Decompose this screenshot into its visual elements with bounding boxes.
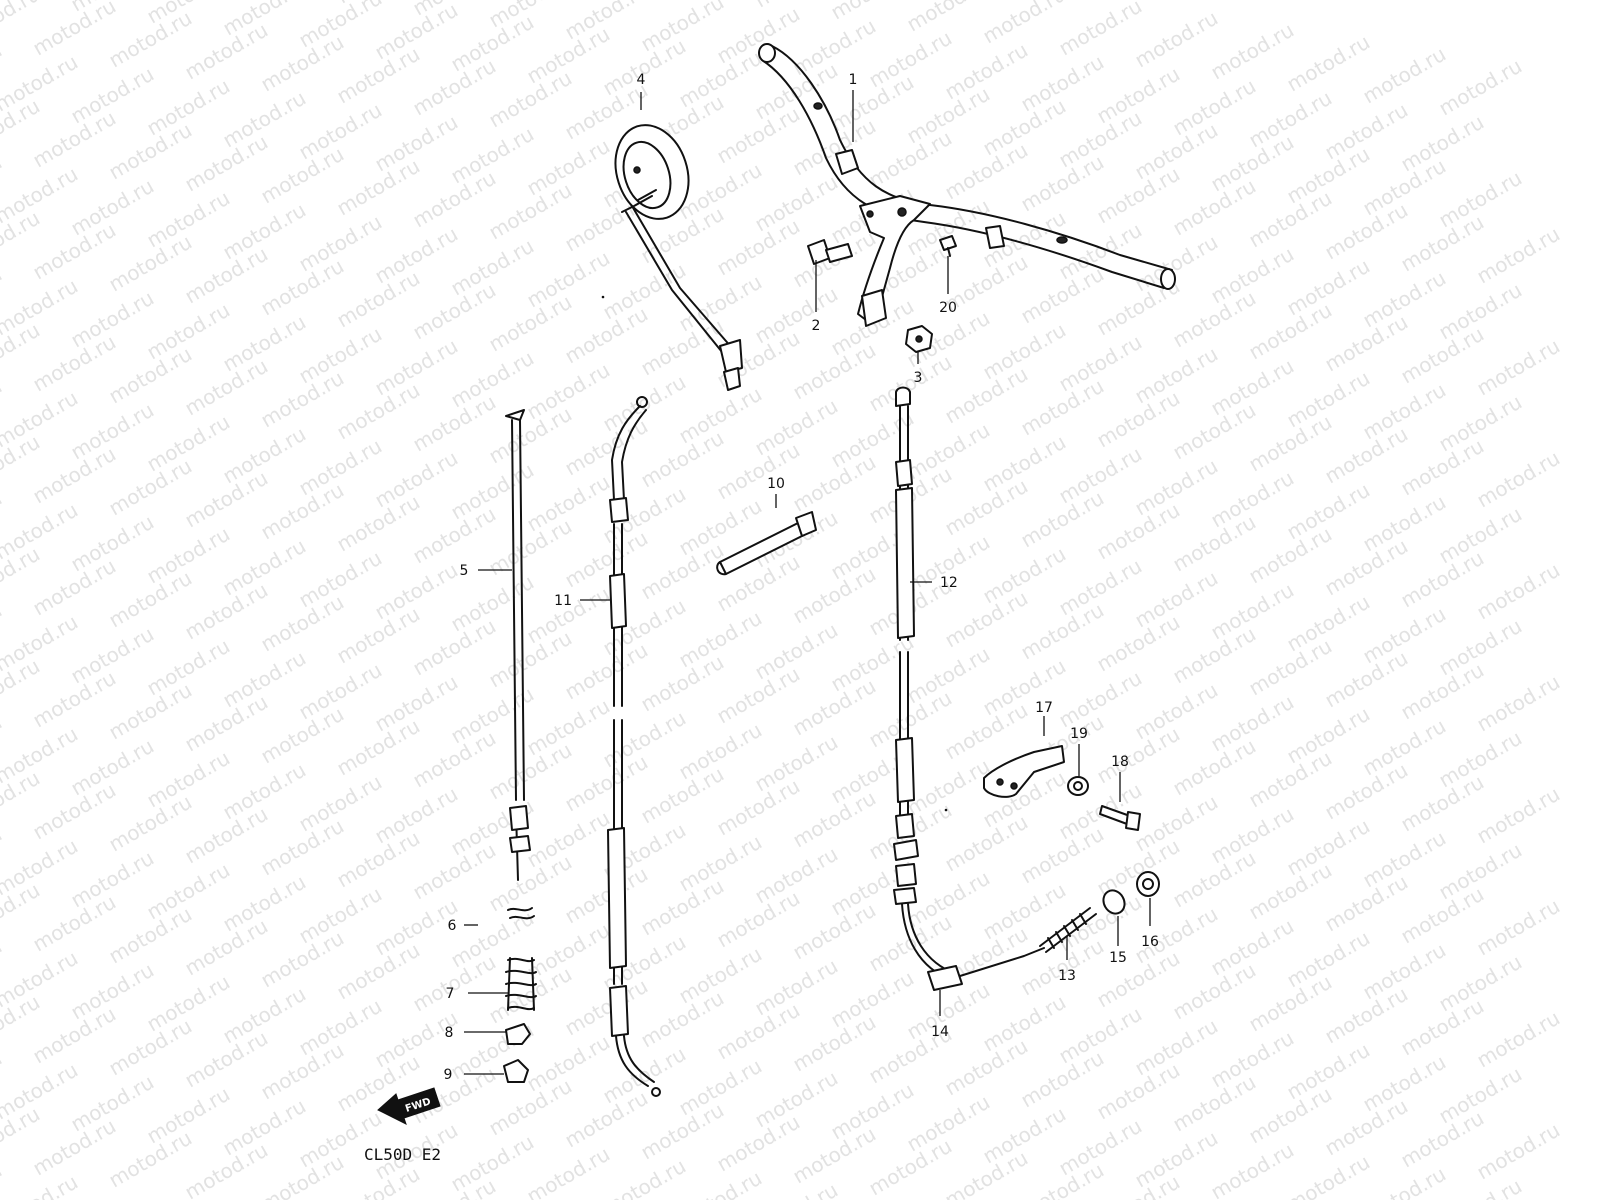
screw [939, 235, 957, 257]
watermark-text: motod.ru [1473, 558, 1564, 625]
watermark-text: motod.ru [1473, 222, 1564, 289]
callout-7: 7 [446, 986, 455, 1002]
watermark-text: motod.ru [1473, 446, 1564, 513]
handlebar-end-left [758, 43, 776, 63]
nut-16 [1136, 871, 1160, 897]
bolt [807, 239, 853, 265]
watermark-text: motod.ru [1473, 670, 1564, 737]
watermark-text: motod.ru [1473, 334, 1564, 401]
watermark-text: motod.ru [1473, 894, 1564, 961]
watermark-text: motod.ru [1359, 1162, 1450, 1200]
watermark-text: motod.ru [1473, 1006, 1564, 1073]
cable-end-14 [901, 903, 1045, 991]
forward-arrow-icon: FWD [377, 1087, 441, 1125]
watermark-text: motod.ru [1473, 1118, 1564, 1185]
callout-17: 17 [1035, 700, 1053, 716]
callout-11: 11 [554, 593, 572, 609]
callout-19: 19 [1070, 726, 1088, 742]
mirror [614, 124, 743, 391]
watermark-text: motod.ru [1435, 54, 1526, 121]
callout-14: 14 [931, 1024, 949, 1040]
callout-9: 9 [444, 1067, 453, 1083]
callout-15: 15 [1109, 950, 1127, 966]
callout-13: 13 [1058, 968, 1076, 984]
callout-4: 4 [637, 72, 646, 88]
leader-lines [464, 90, 1151, 1075]
watermark-text: motod.ru [827, 0, 918, 24]
callout-16: 16 [1141, 934, 1159, 950]
handlebar [758, 43, 1176, 327]
watermark-text: motod.ru [0, 1158, 6, 1200]
watermark-text: motod.ru [1473, 782, 1564, 849]
callout-2: 2 [812, 318, 821, 334]
callout-6: 6 [448, 918, 457, 934]
callout-10: 10 [767, 476, 785, 492]
callout-3: 3 [914, 370, 923, 386]
callout-12: 12 [940, 575, 958, 591]
washer-19 [1067, 776, 1089, 796]
cable-left [505, 409, 531, 881]
pin-10 [716, 511, 817, 576]
cable-middle [607, 396, 661, 1097]
bolt-18 [1099, 805, 1141, 831]
handlebar-end-right [1160, 268, 1176, 290]
callout-1: 1 [849, 72, 858, 88]
callout-8: 8 [445, 1025, 454, 1041]
spring-7 [505, 957, 537, 1011]
callout-18: 18 [1111, 754, 1129, 770]
cable-right [893, 386, 919, 905]
bracket-17 [983, 745, 1065, 798]
watermark-layer: motod.ru motod.ru motod.ru motod.ru motod.ru… [0, 0, 1564, 1200]
spring-13 [1039, 907, 1097, 953]
cap-8 [505, 1023, 531, 1045]
cable-end-6 [507, 907, 535, 920]
callout-5: 5 [460, 563, 469, 579]
diagram-code: CL50D E2 [364, 1145, 441, 1164]
callout-labels: 1 2 3 4 5 6 7 8 9 10 11 12 13 14 15 16 1… [444, 72, 1159, 1083]
adjuster-nut-9 [503, 1059, 529, 1083]
sleeve-15 [1102, 889, 1126, 915]
callout-20: 20 [939, 300, 957, 316]
